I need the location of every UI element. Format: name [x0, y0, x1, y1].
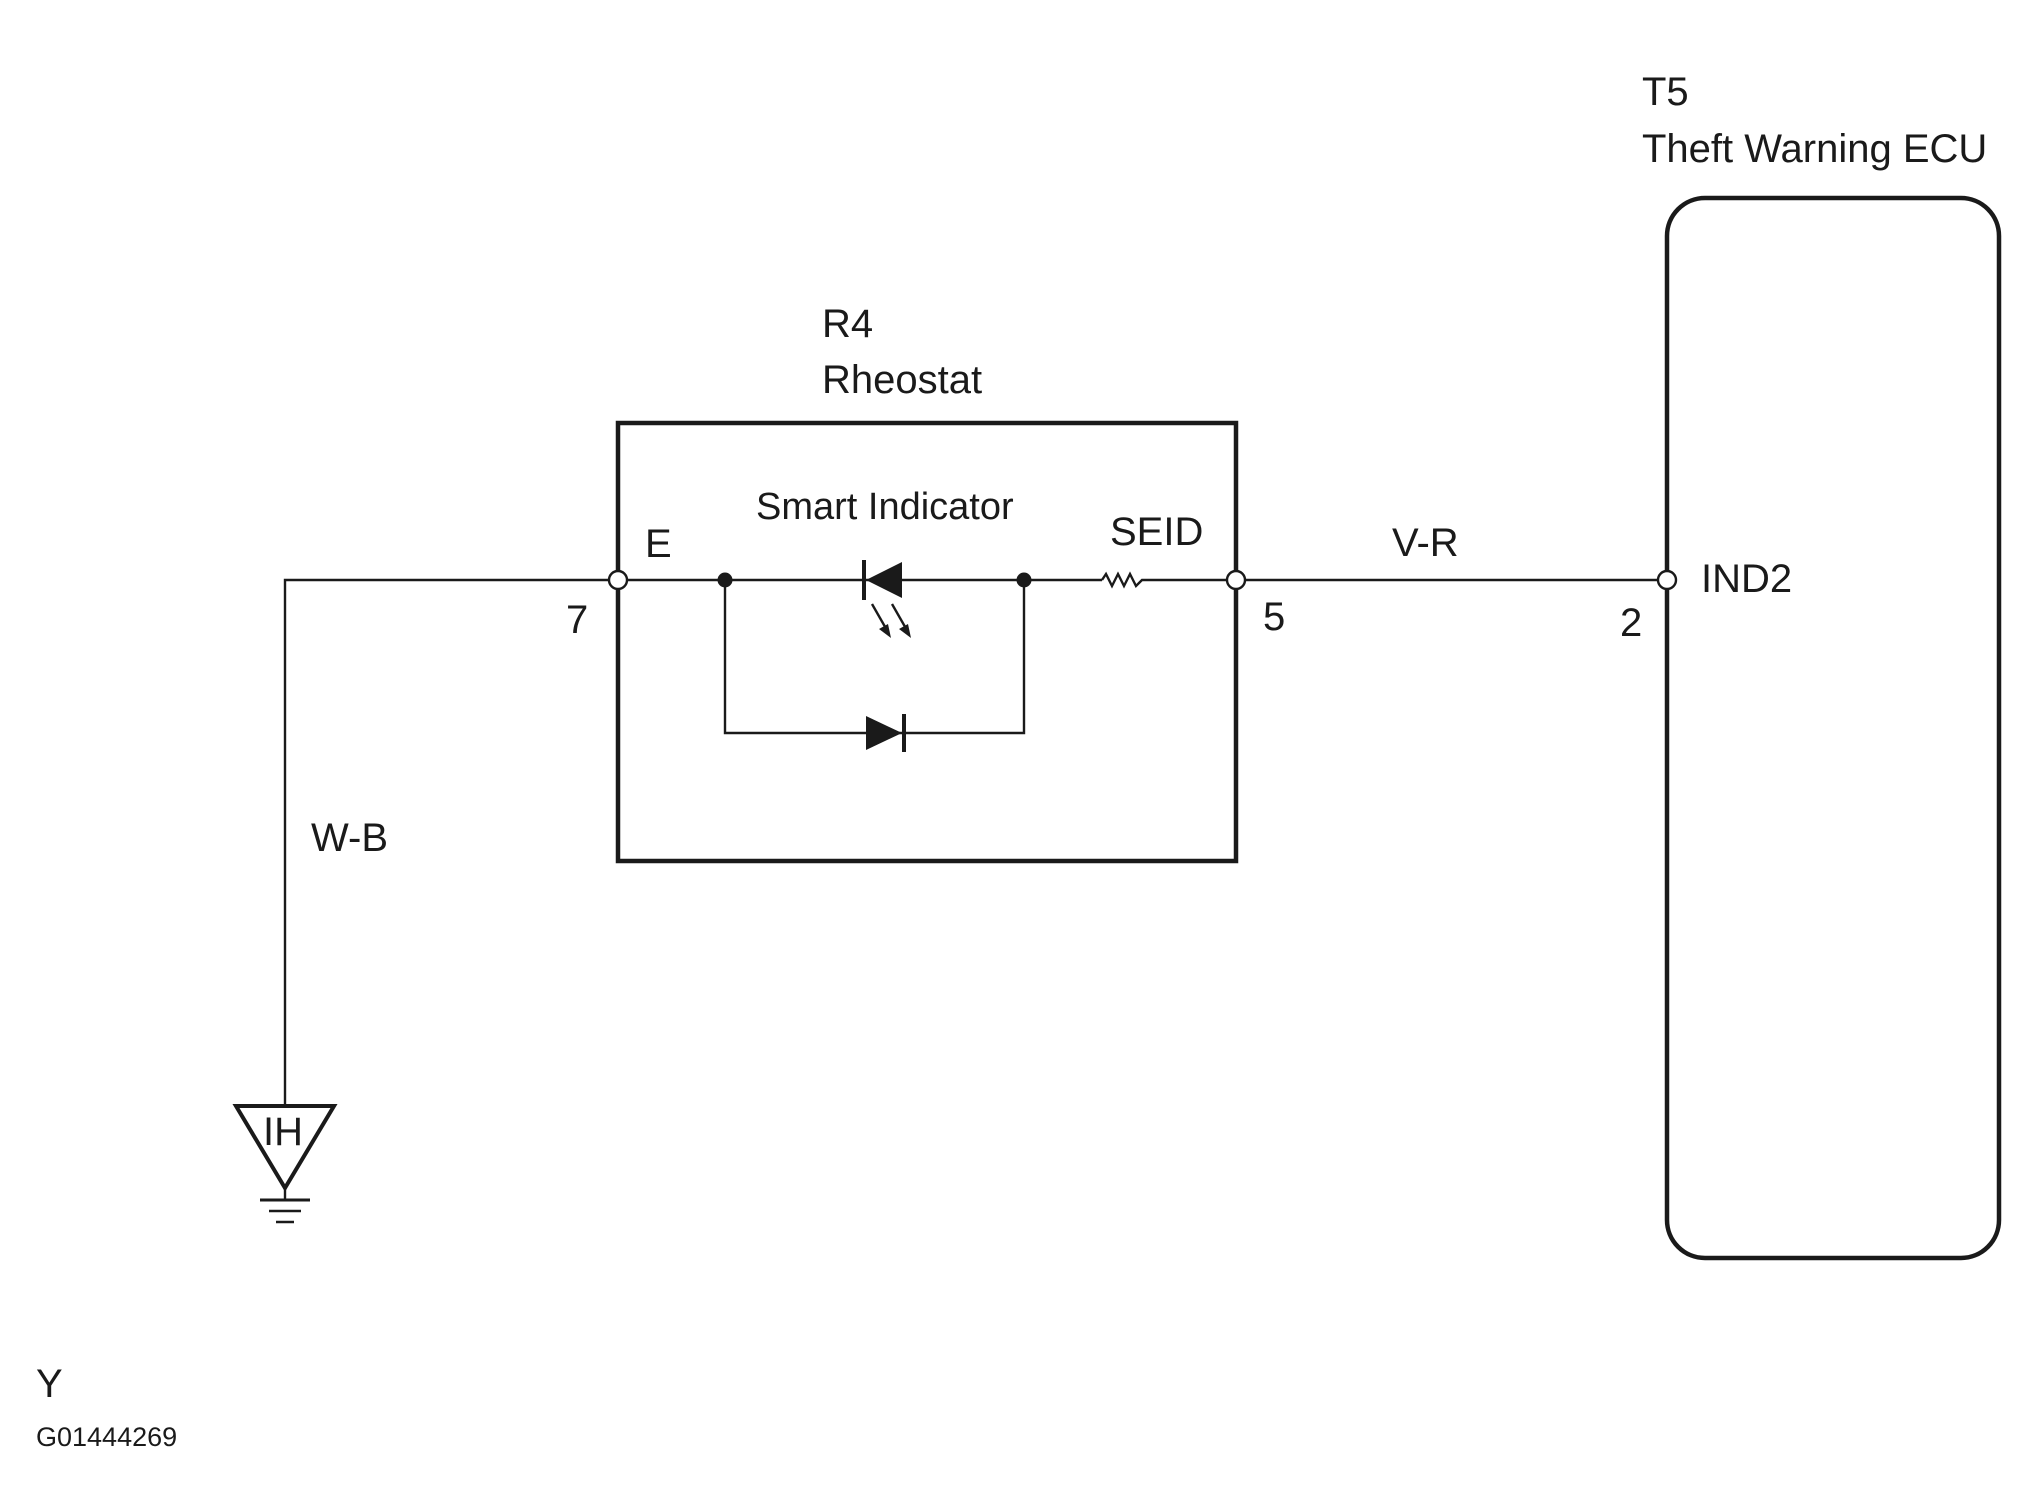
led-icon [862, 560, 911, 638]
terminal-seid-label: SEID [1110, 510, 1203, 554]
terminal-7-connector [607, 569, 629, 591]
ground-wire-line [283, 578, 618, 1152]
rheostat-code: R4 [822, 302, 873, 346]
pin-5-label: 5 [1263, 595, 1285, 639]
terminal-e-label: E [645, 522, 672, 566]
junction-dot-right [1016, 572, 1032, 588]
ground-point-label: IH [263, 1110, 303, 1154]
resistor-symbol [1101, 571, 1236, 589]
figure-id: G01444269 [36, 1422, 177, 1452]
signal-wire-color-label: V-R [1392, 521, 1459, 565]
pin-2-label: 2 [1620, 601, 1642, 645]
pin-7-label: 7 [566, 598, 588, 642]
ground-wire-color-label: W-B [311, 816, 388, 860]
diode-icon [866, 714, 906, 752]
rheostat-body [615, 420, 1239, 864]
junction-dot-left [717, 572, 733, 588]
terminal-ind2-label: IND2 [1701, 557, 1792, 601]
variant-label: Y [36, 1362, 63, 1406]
terminal-5-connector [1225, 569, 1247, 591]
smart-indicator-label: Smart Indicator [756, 486, 1014, 528]
diode-branch-line [723, 580, 1026, 735]
terminal-2-connector [1656, 569, 1678, 591]
ecu-name: Theft Warning ECU [1642, 127, 1987, 171]
ecu-code: T5 [1642, 70, 1689, 114]
ground-point-icon: IH [232, 1104, 338, 1224]
ecu-body [1664, 195, 2002, 1261]
rheostat-name: Rheostat [822, 358, 982, 402]
